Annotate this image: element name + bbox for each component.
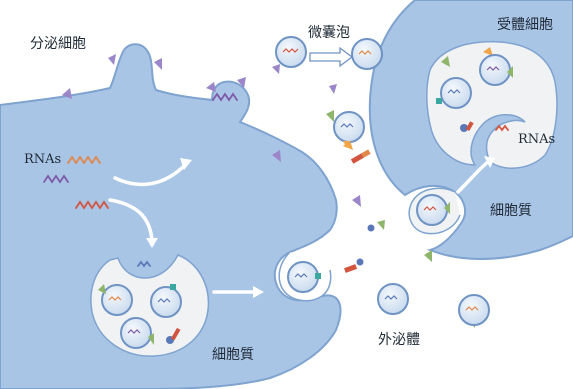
- arrows: [108, 156, 495, 298]
- arrow-to-mvb: [108, 198, 154, 242]
- mvb-vesicle-2: [150, 284, 182, 318]
- free-rna-3: [367, 224, 375, 232]
- free-rna-1: [350, 149, 371, 164]
- arrow-mvb-to-release-head: [253, 286, 264, 298]
- protein-purple: [272, 150, 281, 162]
- protein-purple: [352, 195, 361, 207]
- mvb-free-rna: [166, 327, 181, 344]
- exosome-label: 外泌體: [378, 332, 420, 348]
- vesicles: [98, 36, 513, 349]
- microvesicle-label: 微囊泡: [308, 25, 350, 41]
- arrow-to-membrane-head: [180, 158, 192, 170]
- receiving-cell-label: 受體細胞: [497, 17, 553, 33]
- receiving-vesicle-1: [479, 54, 513, 86]
- uptake-vesicle: [416, 194, 450, 226]
- protein-purple: [237, 77, 246, 88]
- mvb-vesicle-3: [120, 317, 154, 349]
- secreting-cell-membrane: [0, 43, 342, 389]
- receiving-cytoplasm-pocket: [426, 40, 558, 169]
- mvb-free-protein: [98, 284, 106, 294]
- protein-purple: [62, 88, 72, 99]
- rnas-source-label: RNAs: [24, 152, 62, 167]
- rna-orange-strand: [67, 155, 101, 165]
- protein-purple: [329, 84, 337, 94]
- arrow-to-mvb-head: [146, 238, 158, 248]
- rna-red-strand: [75, 200, 109, 210]
- protein-green: [326, 110, 334, 122]
- microvesicle-left: [275, 36, 307, 68]
- cytoplasm-secreting-label: 細胞質: [212, 347, 254, 363]
- rnas-target-label: RNAs: [518, 132, 556, 147]
- vesicle-floating-1: [333, 111, 365, 148]
- rna-purple-strand: [43, 174, 69, 184]
- secreting-cell-label: 分泌細胞: [30, 36, 86, 52]
- receiving-free-protein: [441, 56, 450, 67]
- microvesicle-right: [351, 38, 383, 70]
- free-rna-2: [344, 258, 364, 273]
- free-molecules: [344, 149, 375, 273]
- protein-purple: [154, 58, 162, 70]
- receiving-cell: [368, 0, 573, 260]
- free-exosome-2: [458, 294, 490, 326]
- rna-in-receiving: [495, 124, 509, 132]
- microvesicle-arrow: [309, 46, 354, 68]
- arrow-into-receiving: [456, 160, 490, 194]
- arrow-to-membrane: [113, 163, 187, 187]
- receiving-vesicle-2: [436, 77, 472, 109]
- rna-in-mvb-pocket: [137, 260, 151, 268]
- mvb-vesicle-1: [101, 284, 133, 316]
- protein-orange: [483, 47, 493, 56]
- protein-green: [424, 250, 432, 262]
- receiving-free-rna: [460, 121, 474, 132]
- rna-strands: [43, 92, 509, 268]
- protein-purple: [206, 82, 216, 92]
- free-exosome-1: [377, 283, 409, 315]
- protein-purple: [272, 64, 280, 74]
- protein-purple: [108, 54, 116, 65]
- protein-green: [377, 220, 385, 230]
- cytoplasm-receiving-label: 細胞質: [490, 203, 532, 219]
- arrow-into-receiving-head: [484, 156, 495, 168]
- released-exosome: [287, 261, 321, 293]
- rna-in-budding-vesicle: [212, 92, 238, 102]
